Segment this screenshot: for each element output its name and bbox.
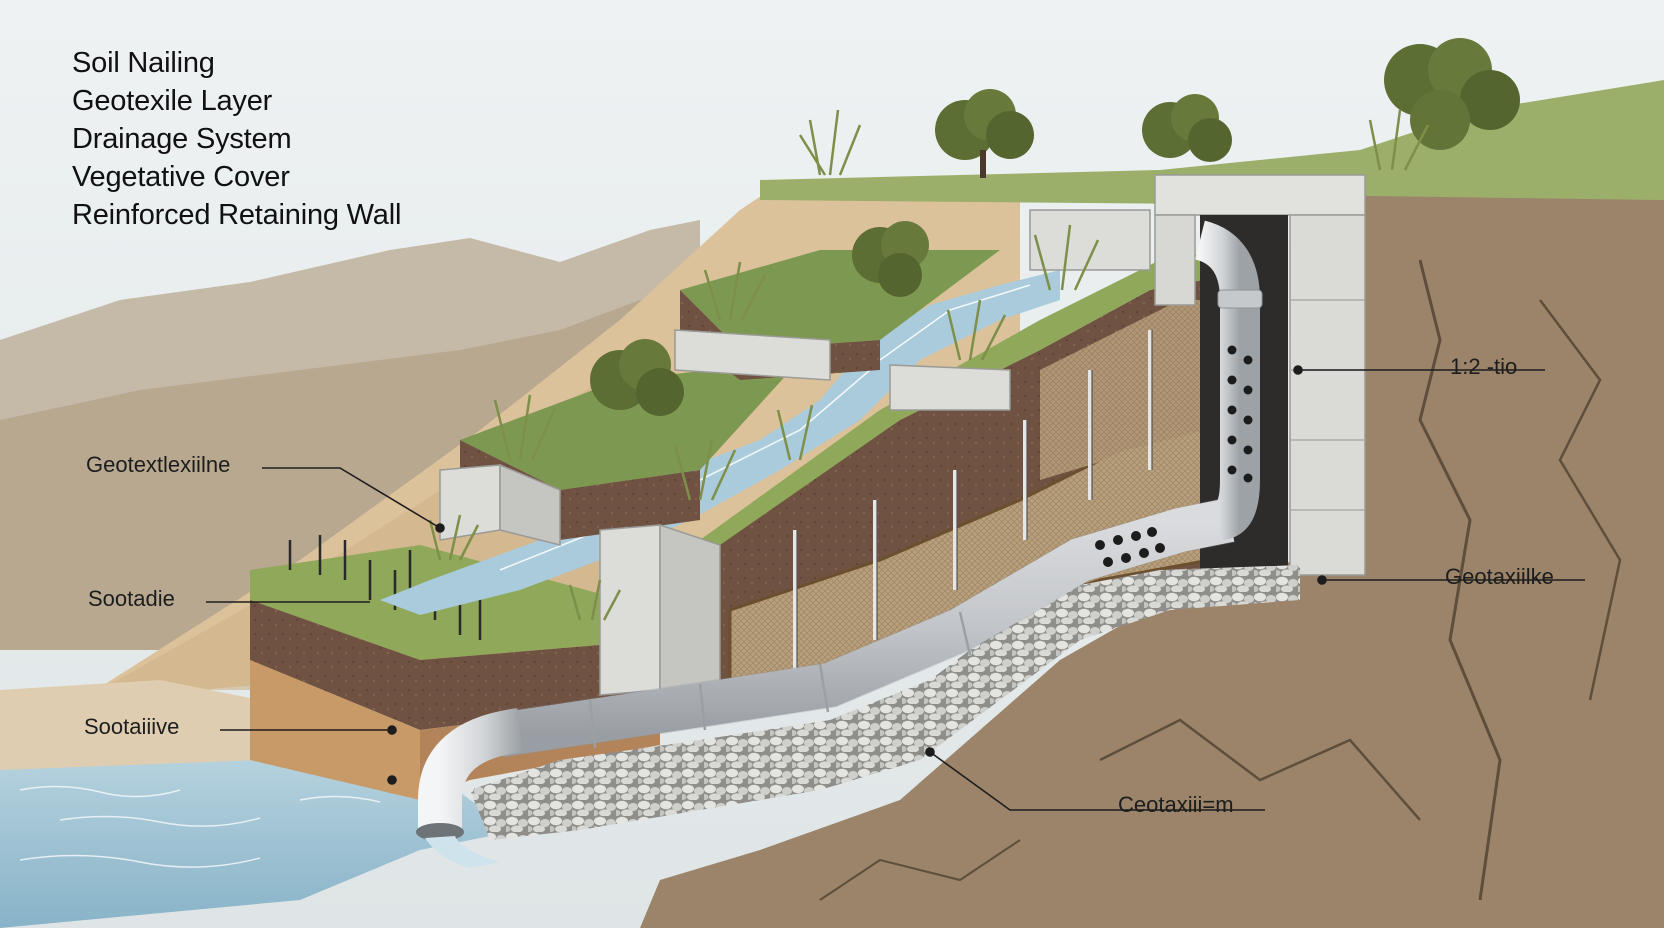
bedrock (640, 195, 1664, 928)
cascade-water (380, 270, 1060, 615)
soil-nails-reinforced-shadow (796, 330, 1153, 670)
lower-terrace-soil (250, 600, 660, 730)
soil-nails-reinforced (793, 330, 1152, 670)
river-waves (19, 785, 381, 868)
callout-leaders (206, 365, 1585, 811)
perforated-pipe-section (1095, 527, 1165, 567)
leader-ceotaxii (929, 751, 1265, 811)
wall-step-front (889, 364, 1011, 411)
callout-geotextile-line: Geotextlexiilne (86, 452, 231, 477)
bedrock-crack-2 (1539, 299, 1622, 701)
grass-tufts (428, 109, 1430, 621)
legend-item-drainage-system: Drainage System (72, 123, 292, 155)
wall-mid-front (439, 464, 501, 541)
bedrock-crack-1 (1418, 259, 1502, 901)
callout-ceotaxii: Ceotaxiii=m (1118, 792, 1234, 817)
wall-back-top (1029, 209, 1151, 271)
drain-pipe-joints (588, 611, 972, 749)
drain-pipe-main (496, 498, 1235, 757)
outlet-flow (425, 836, 500, 868)
retaining-walls (439, 209, 1151, 696)
legend-item-soil-nailing: Soil Nailing (72, 47, 215, 79)
leader-geotextile-line (262, 467, 441, 529)
geotextile-upper (1040, 300, 1210, 480)
callout-sootaiive: Sootaiiive (84, 714, 180, 739)
bedrock-crack-3 (1099, 718, 1421, 821)
legend-item-geotextile-layer: Geotexile Layer (72, 85, 273, 117)
callout-sootadie: Sootadie (88, 586, 175, 611)
vertical-pipe-holes (1227, 345, 1253, 483)
component-legend: Soil Nailing Geotexile Layer Drainage Sy… (72, 44, 401, 234)
river-bank-rock (0, 680, 260, 770)
callout-ratio: 1:2 -tio (1450, 354, 1518, 379)
bedrock-crack-4 (819, 839, 1021, 901)
vertical-pipe-coupling (1217, 289, 1263, 309)
legend-item-retaining-wall: Reinforced Retaining Wall (72, 199, 402, 231)
drain-pipe-outline (496, 497, 1235, 758)
drain-pipe-outlet (418, 708, 524, 830)
gravel-bed (470, 565, 1300, 840)
callout-geotaxiilke: Geotaxiilke (1445, 564, 1554, 589)
legend-item-vegetative-cover: Vegetative Cover (72, 161, 290, 193)
shrubs (590, 38, 1520, 416)
wall-upper-front (674, 329, 831, 381)
wall-mid-side (499, 463, 561, 546)
wall-lower-side (659, 523, 721, 691)
middle-terrace-grass (460, 360, 800, 490)
